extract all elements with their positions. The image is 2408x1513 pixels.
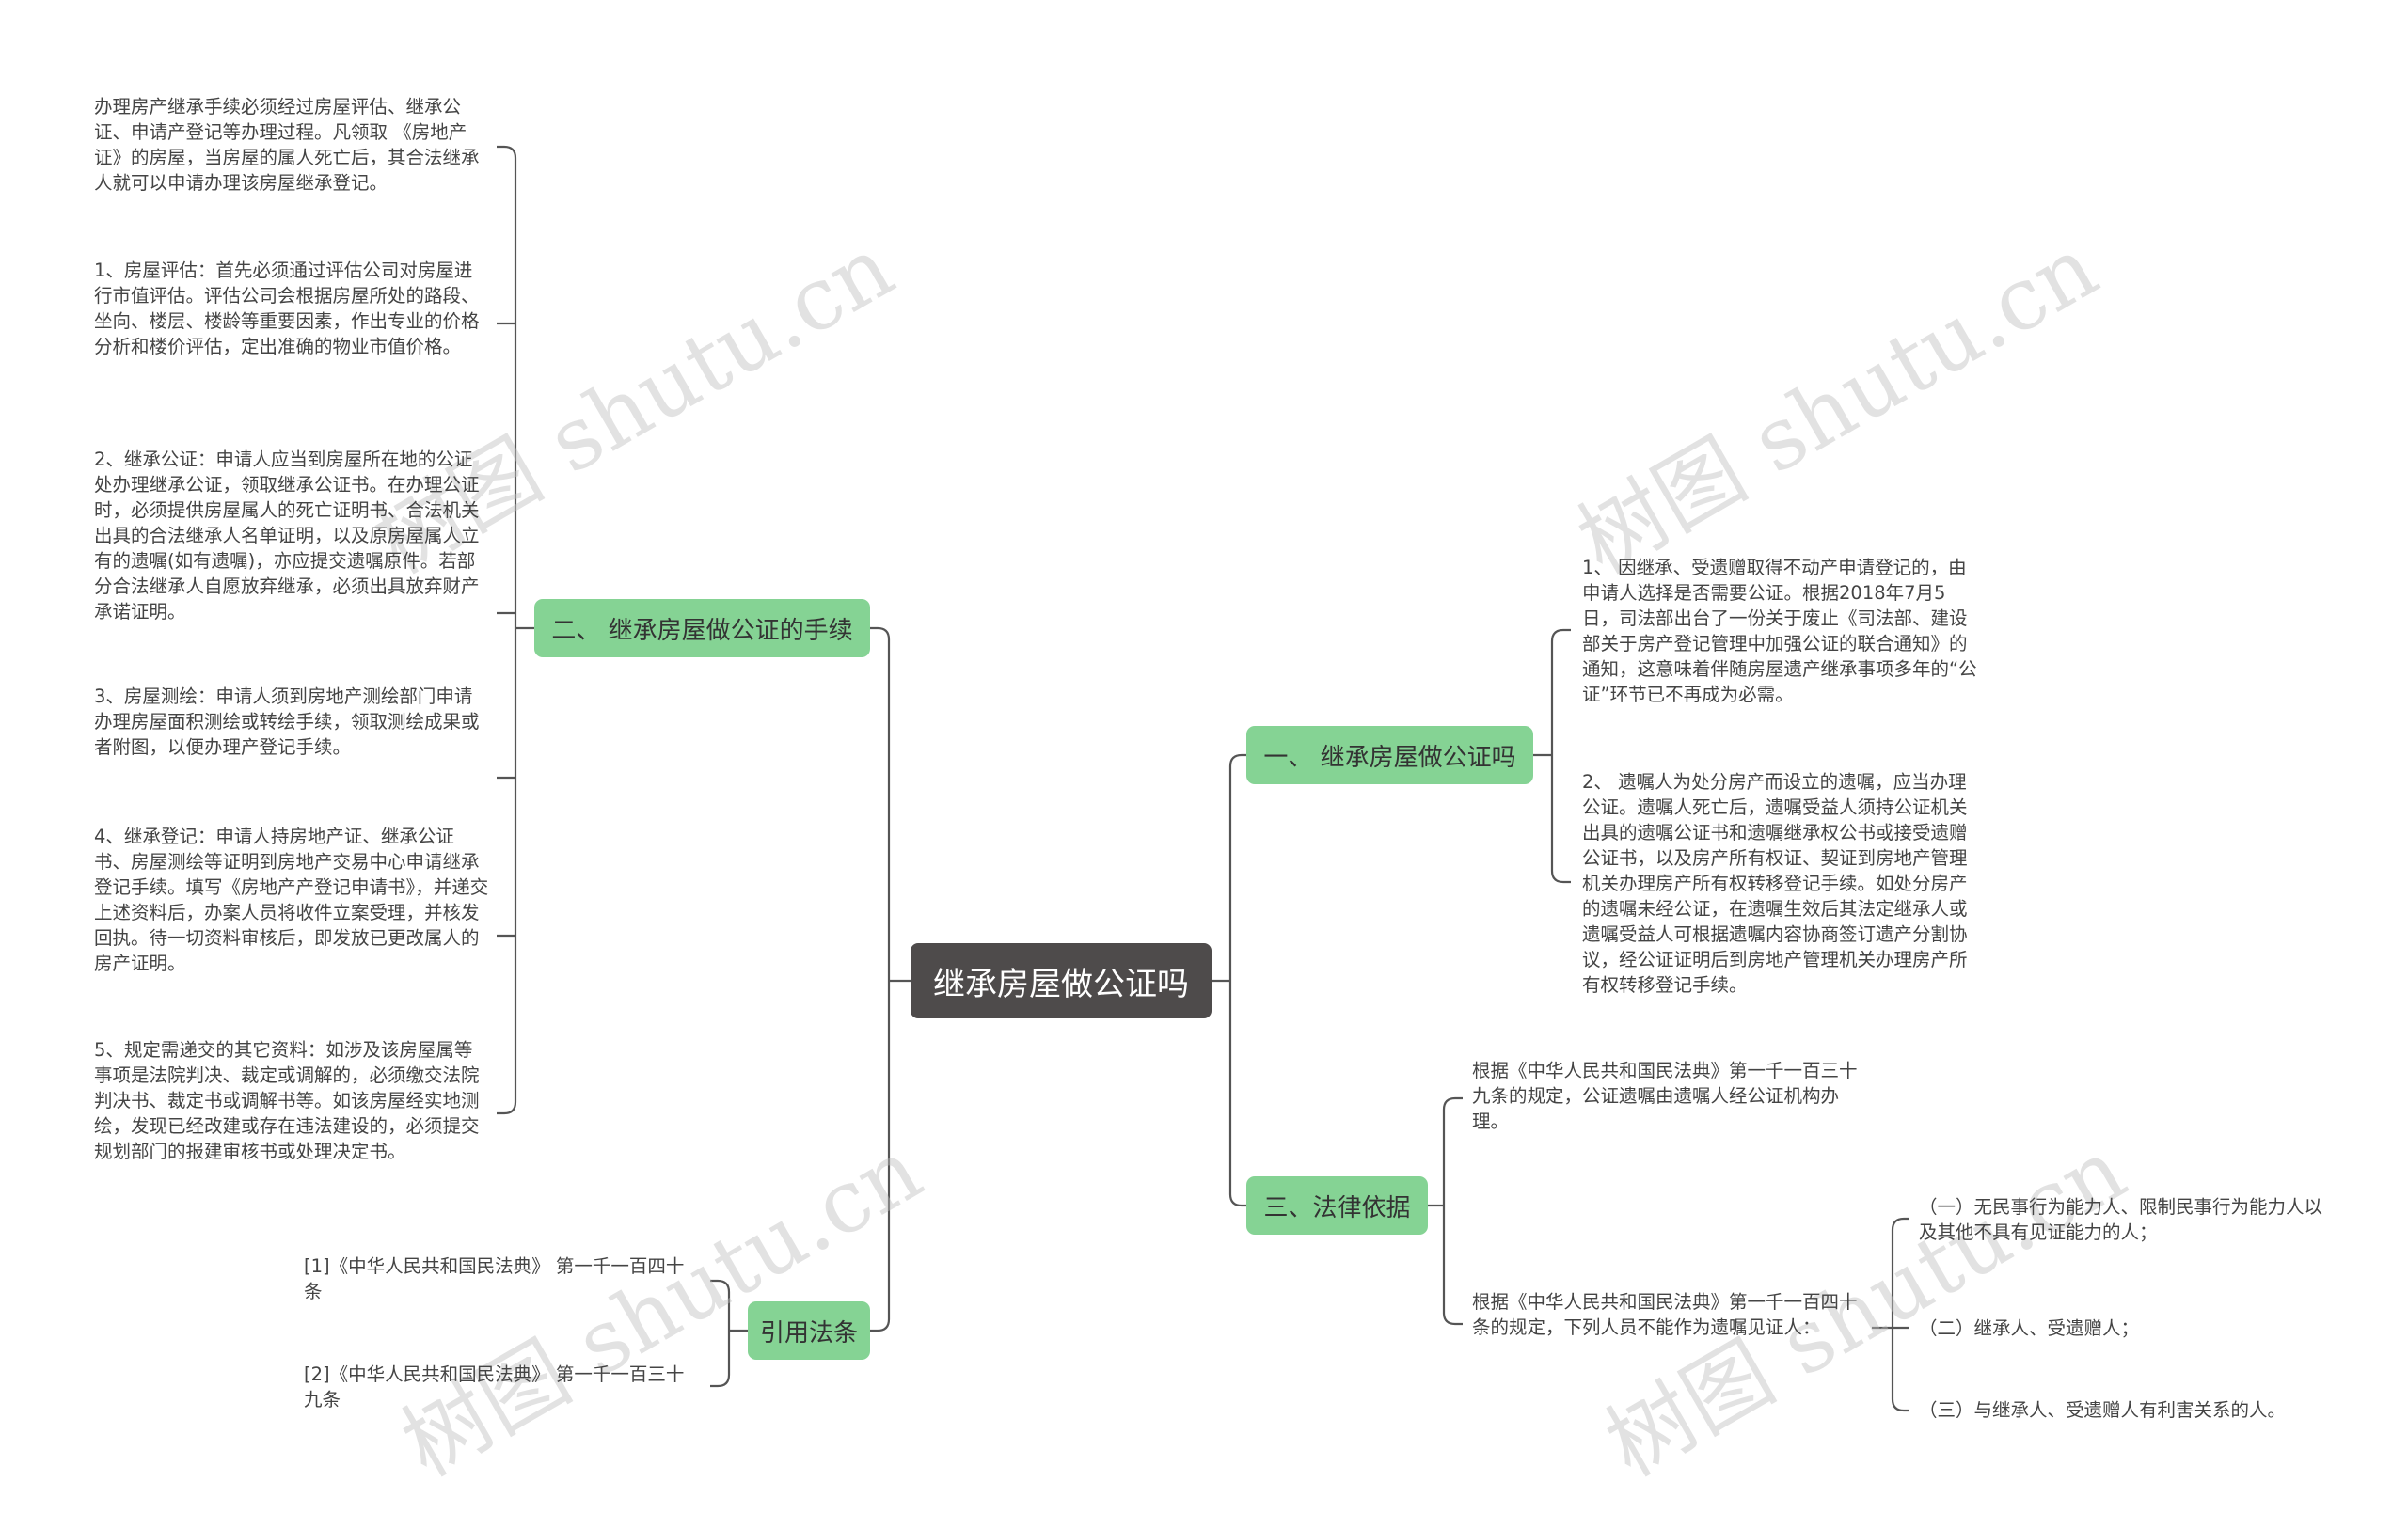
branch-node-notarization-procedure[interactable]: 二、 继承房屋做公证的手续 — [534, 599, 870, 657]
leaf-b1-2[interactable]: 2、 遗嘱人为处分房产而设立的遗嘱，应当办理公证。遗嘱人死亡后，遗嘱受益人须持公… — [1582, 771, 1968, 996]
leaf-b2-2[interactable]: 2、继承公证：申请人应当到房屋所在地的公证处办理继承公证，领取继承公证书。在办理… — [94, 449, 480, 623]
leaf-b2-1[interactable]: 1、房屋评估：首先必须通过评估公司对房屋进行市值评估。评估公司会根据房屋所处的路… — [94, 260, 480, 357]
root-node[interactable]: 继承房屋做公证吗 — [911, 943, 1212, 1018]
leaf-b2-3[interactable]: 3、房屋测绘：申请人须到房地产测绘部门申请办理房屋面积测绘或转绘手续，领取测绘成… — [94, 686, 480, 758]
leaf-b2-5[interactable]: 5、规定需递交的其它资料：如涉及该房屋属等事项是法院判决、裁定或调解的，必须缴交… — [94, 1039, 480, 1162]
branch-node-inheritance-notarization[interactable]: 一、 继承房屋做公证吗 — [1246, 726, 1533, 784]
leaf-b3-2-3[interactable]: （三）与继承人、受遗赠人有利害关系的人。 — [1919, 1399, 2287, 1421]
leaf-b3-2[interactable]: 根据《中华人民共和国民法典》第一千一百四十条的规定，下列人员不能作为遗嘱见证人： — [1472, 1291, 1858, 1338]
branch-node-legal-basis[interactable]: 三、法律依据 — [1246, 1176, 1428, 1235]
leaf-b4-2[interactable]: [2]《中华人民共和国民法典》 第一千一百三十九条 — [304, 1363, 685, 1411]
leaf-b2-0[interactable]: 办理房产继承手续必须经过房屋评估、继承公证、申请产登记等办理过程。凡领取 《房地… — [94, 96, 480, 194]
leaf-b3-2-1[interactable]: （一）无民事行为能力人、限制民事行为能力人以及其他不具有见证能力的人； — [1919, 1196, 2323, 1243]
leaf-b4-1[interactable]: [1]《中华人民共和国民法典》 第一千一百四十条 — [304, 1255, 685, 1302]
leaf-b1-1[interactable]: 1、 因继承、受遗赠取得不动产申请登记的，由申请人选择是否需要公证。根据2018… — [1582, 557, 1977, 705]
leaf-b3-2-2[interactable]: （二）继承人、受遗赠人； — [1919, 1317, 2140, 1339]
leaf-b2-4[interactable]: 4、继承登记：申请人持房地产证、继承公证书、房屋测绘等证明到房地产交易中心申请继… — [94, 826, 489, 974]
leaf-b3-1[interactable]: 根据《中华人民共和国民法典》第一千一百三十九条的规定，公证遗嘱由遗嘱人经公证机构… — [1472, 1060, 1858, 1132]
branch-node-cited-articles[interactable]: 引用法条 — [748, 1301, 870, 1360]
